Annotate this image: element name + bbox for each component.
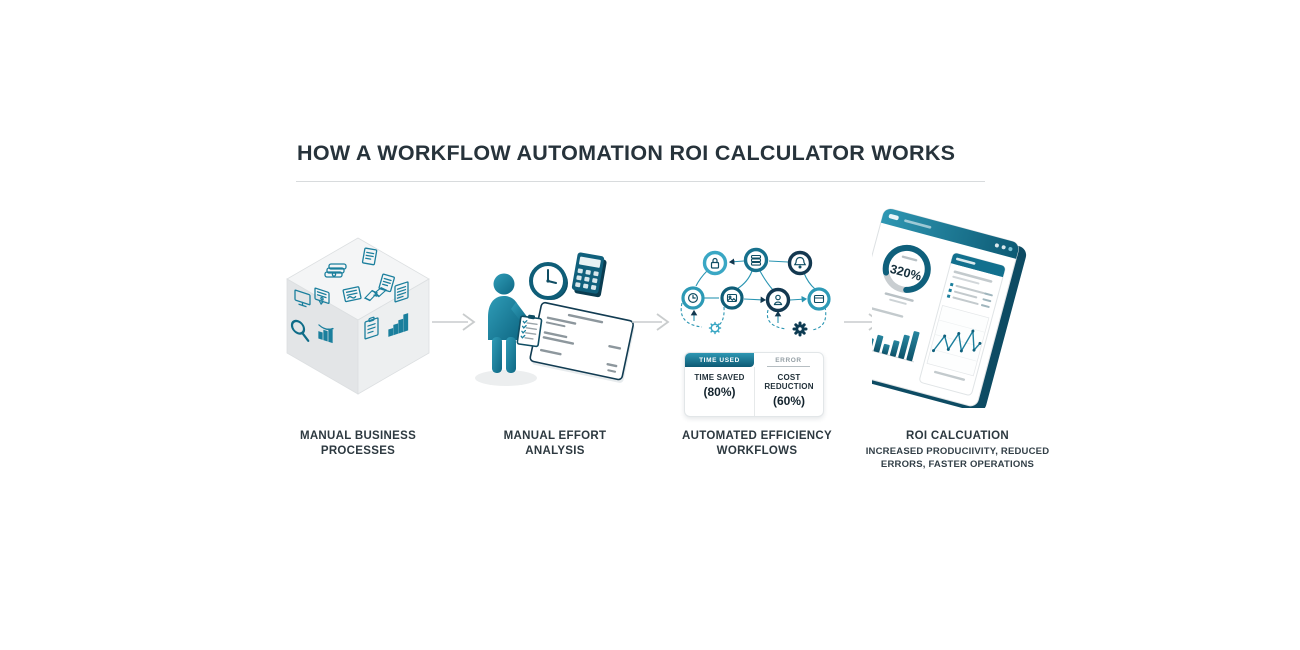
clock-node xyxy=(681,286,705,310)
lock-node xyxy=(702,250,728,276)
step-roi-calculation: 320% xyxy=(842,203,1057,412)
text-placeholder xyxy=(567,313,604,324)
bullet-list xyxy=(946,282,985,305)
value-list xyxy=(980,292,993,308)
metric-time-saved: TIME SAVED (80%) xyxy=(685,367,754,416)
roi-dashboard-graphic: 320% xyxy=(842,208,1027,412)
contract-icon xyxy=(342,286,362,303)
list-document-icon xyxy=(394,281,409,303)
text-placeholder xyxy=(934,370,966,381)
document-icon xyxy=(361,247,378,266)
chart-icon xyxy=(318,324,334,344)
connector-arrow xyxy=(728,258,745,265)
person-figure-icon xyxy=(488,273,528,373)
user-icon xyxy=(773,294,783,306)
handshake-icon xyxy=(363,287,388,302)
metrics-table: TIME USED ERROR TIME SAVED (80%) COST RE… xyxy=(684,352,824,417)
money-stack-icon xyxy=(324,263,347,278)
dashboard-side-panel xyxy=(919,252,1006,396)
caption-step-3: AUTOMATED EFFICIENCY WORKFLOWS xyxy=(666,429,848,459)
monitor-icon xyxy=(294,289,311,308)
text-placeholder xyxy=(884,292,914,302)
caption-step-4: ROI CALCUATION INCREASED PRODUCIIVITY, R… xyxy=(855,429,1060,472)
metric-value: (60%) xyxy=(772,394,805,408)
dashboard-line-chart xyxy=(926,304,990,381)
page-title: HOW A WORKFLOW AUTOMATION ROI CALCULATOR… xyxy=(297,141,956,165)
lock-icon xyxy=(710,257,720,269)
gear-solid-icon xyxy=(792,321,808,337)
step-manual-effort-analysis xyxy=(474,244,646,402)
bar-chart-icon xyxy=(388,313,409,337)
arrow-head-icon xyxy=(462,313,476,331)
header-pill xyxy=(888,214,899,221)
caption-subtext: INCREASED PRODUCIIVITY, REDUCED ERRORS, … xyxy=(865,445,1050,470)
caption-step-1: MANUAL BUSINESS PROCESSES xyxy=(280,429,436,459)
text-placeholder xyxy=(952,275,980,285)
clock-icon xyxy=(688,292,699,303)
cube-graphic xyxy=(286,237,430,395)
tab-time-used: TIME USED xyxy=(685,353,754,367)
clipboard-icon xyxy=(516,314,543,348)
layers-node xyxy=(743,247,769,273)
bell-node xyxy=(787,250,813,276)
image-node xyxy=(720,286,744,310)
text-placeholder xyxy=(889,298,907,305)
person-shadow xyxy=(475,370,537,386)
text-placeholder xyxy=(956,257,976,265)
dashboard-header-bar xyxy=(880,208,1019,259)
calculator-icon xyxy=(571,252,607,298)
metric-label: TIME SAVED xyxy=(694,373,745,382)
window-icon xyxy=(813,294,825,304)
metric-value: (80%) xyxy=(703,385,736,399)
text-placeholder xyxy=(953,270,993,283)
workflow-network-graphic xyxy=(680,247,831,337)
step-manual-business-processes xyxy=(283,232,433,398)
layers-icon xyxy=(750,254,762,266)
caption-line: WORKFLOWS xyxy=(716,444,798,457)
gear-outline-icon xyxy=(708,321,722,335)
flow-arrow-2 xyxy=(630,312,672,337)
header-dot-icon xyxy=(1001,245,1006,250)
text-placeholder xyxy=(901,255,918,262)
caption-step-2: MANUAL EFFORT ANALYSIS xyxy=(470,429,640,459)
metric-label: COST REDUCTION xyxy=(764,373,814,391)
note-card-icon xyxy=(314,287,330,306)
image-icon xyxy=(726,293,738,303)
arrow-head-icon xyxy=(656,313,670,331)
caption-line: AUTOMATED EFFICIENCY xyxy=(682,430,832,442)
header-dot-icon xyxy=(994,243,999,248)
clock-icon xyxy=(529,262,568,300)
header-dot-icon xyxy=(1008,247,1013,252)
tab-error: ERROR xyxy=(754,353,823,367)
text-placeholder xyxy=(904,219,932,229)
bell-icon xyxy=(793,256,807,269)
form-card-icon xyxy=(529,301,635,383)
title-divider xyxy=(296,181,985,182)
user-node xyxy=(765,287,791,313)
flow-arrow-1 xyxy=(430,312,478,337)
step-automated-efficiency-workflows: TIME USED ERROR TIME SAVED (80%) COST RE… xyxy=(672,240,840,417)
caption-line: MANUAL EFFORT xyxy=(503,430,607,442)
metric-cost-reduction: COST REDUCTION (60%) xyxy=(754,367,823,416)
caption-line: ROI CALCUATION xyxy=(905,430,1009,442)
caption-line: ANALYSIS xyxy=(525,444,585,457)
caption-line: MANUAL BUSINESS xyxy=(299,430,417,442)
magnifier-icon xyxy=(290,319,310,342)
clipboard-icon xyxy=(364,316,379,340)
text-placeholder xyxy=(870,307,904,318)
caption-line: PROCESSES xyxy=(320,444,396,457)
window-node xyxy=(807,287,831,311)
